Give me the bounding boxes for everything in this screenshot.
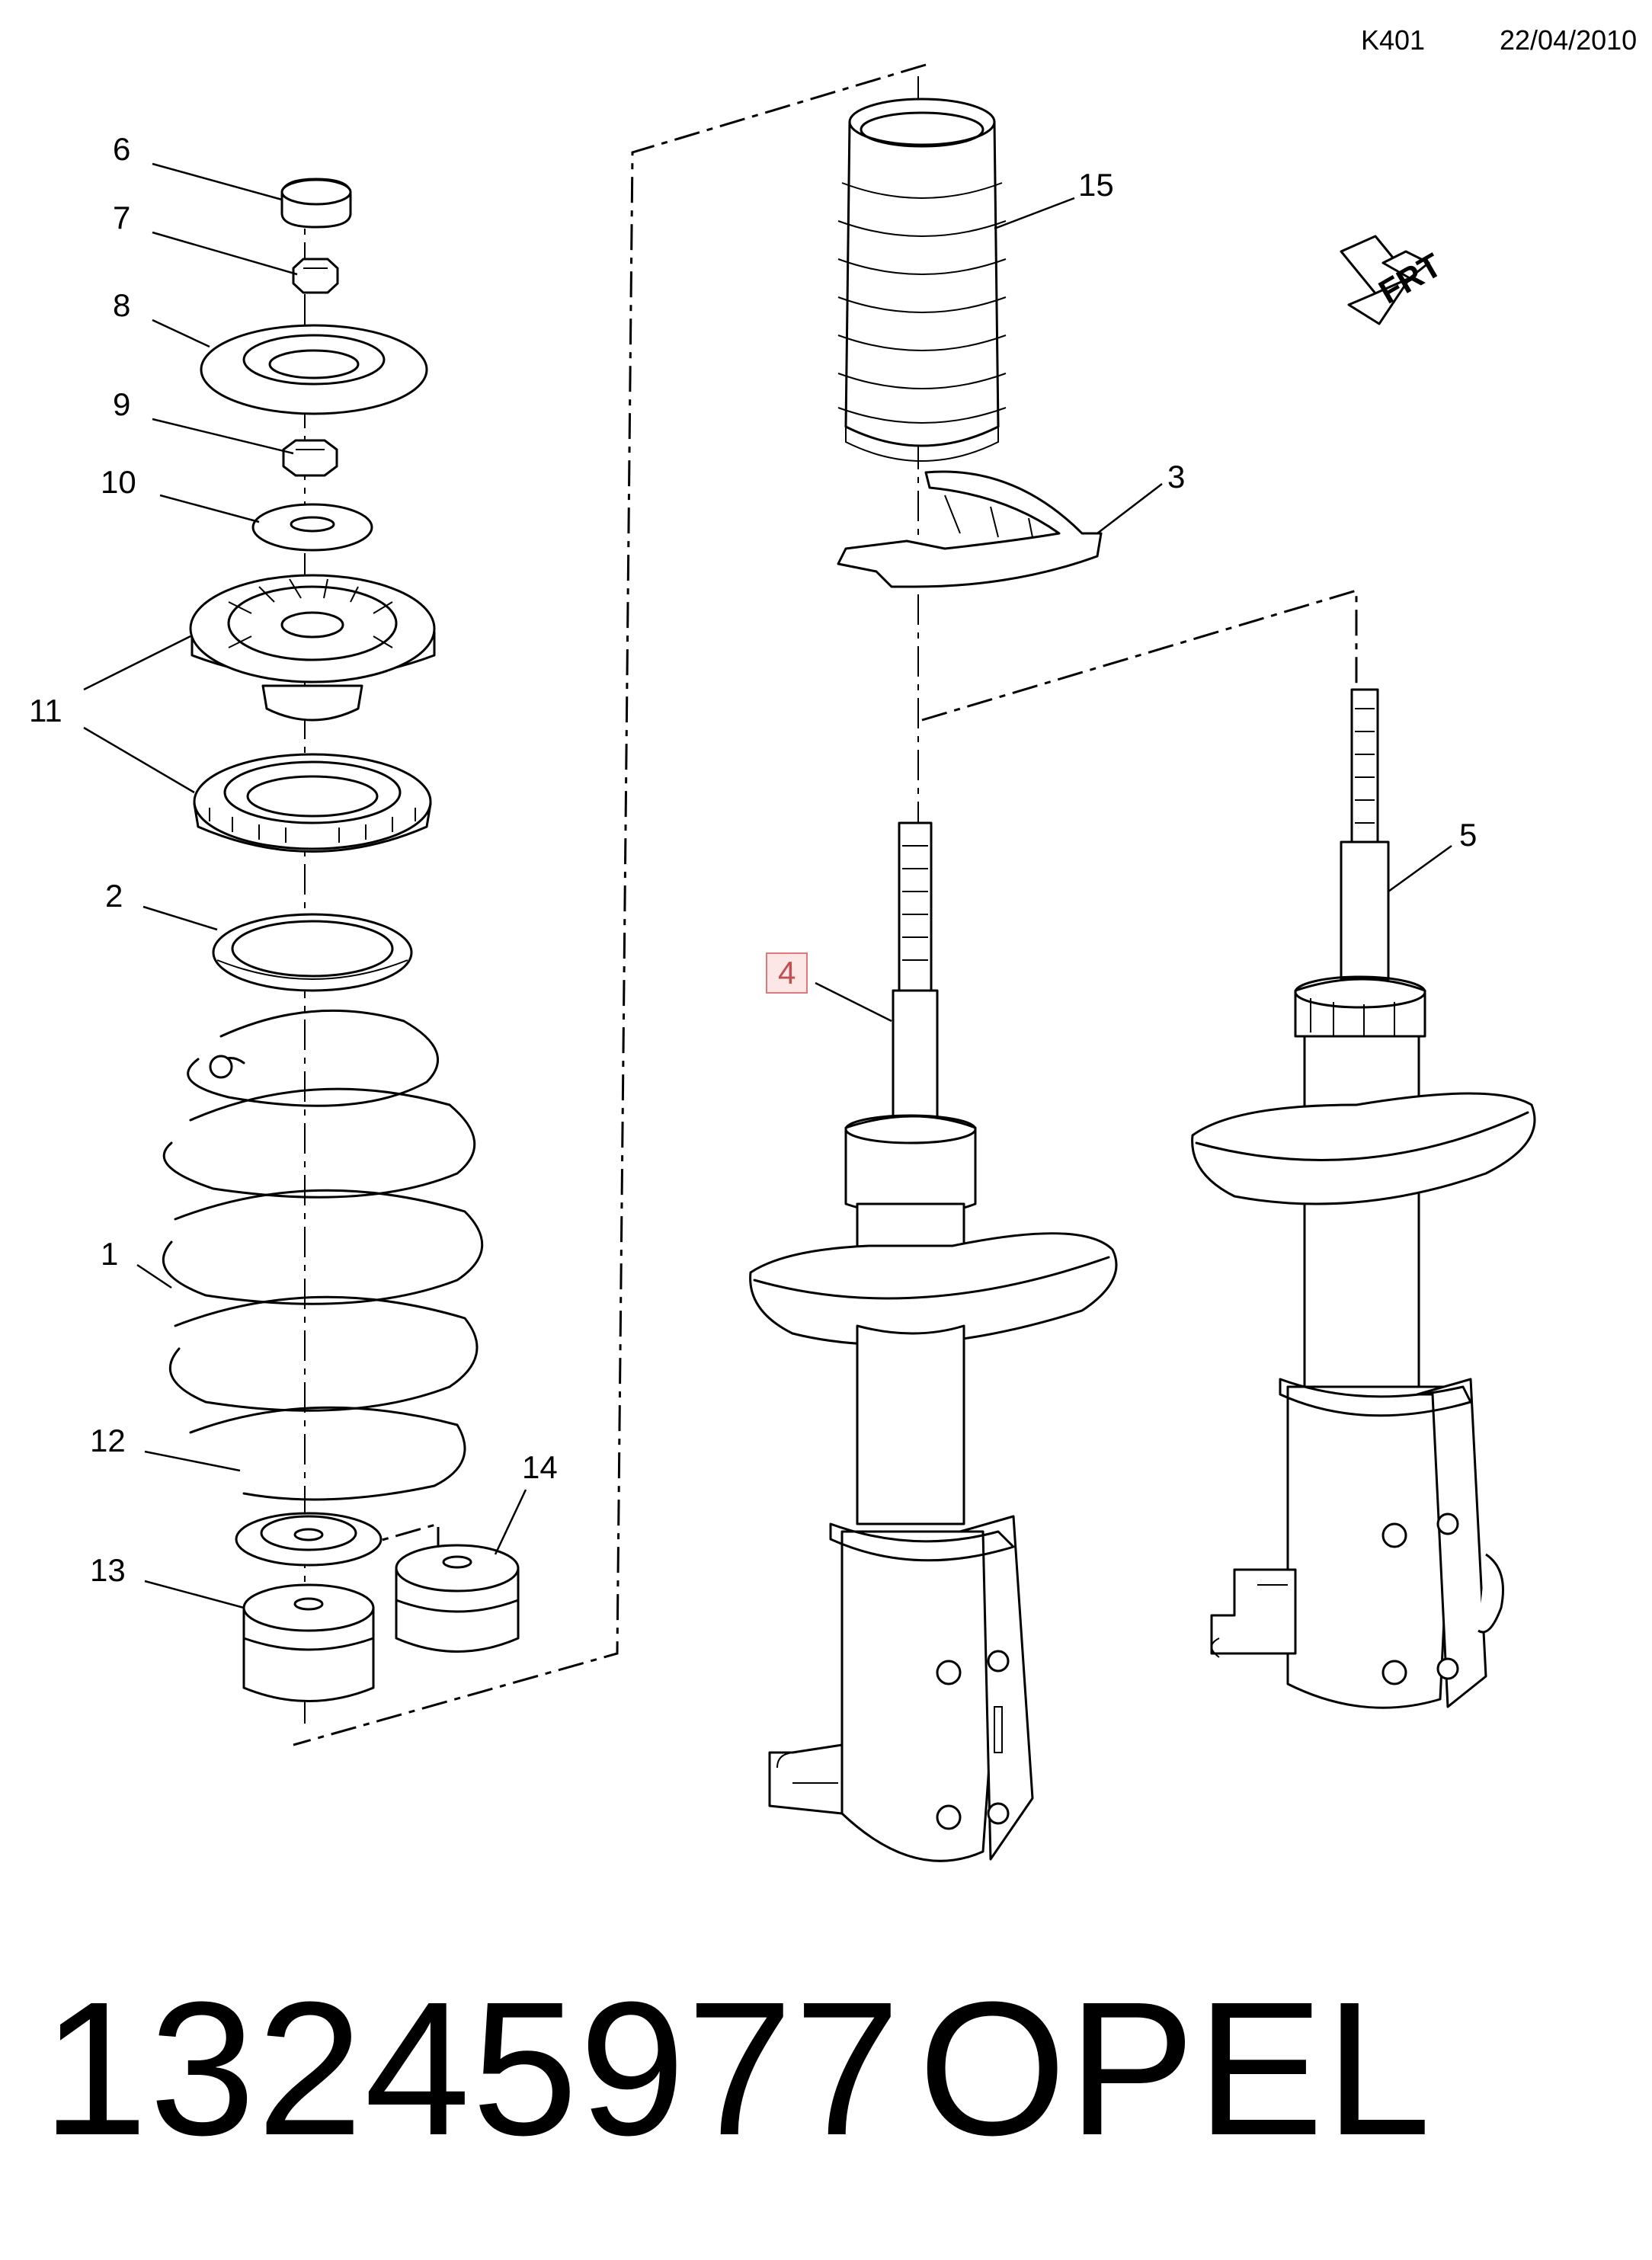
part-1-coil-spring	[162, 1009, 484, 1501]
leader-2	[142, 905, 218, 931]
part-5-strut	[1191, 688, 1536, 1709]
callout-5: 5	[1459, 817, 1478, 853]
part-6-cap	[280, 178, 352, 229]
part-11-top-mount	[189, 574, 436, 722]
leader-lines	[83, 162, 1452, 1609]
leader-10	[159, 494, 260, 523]
callout-9: 9	[113, 386, 131, 422]
part-13-bump-stop	[242, 1583, 375, 1702]
leader-11b	[83, 726, 195, 794]
callout-3: 3	[1167, 459, 1186, 495]
part-10-washer	[251, 503, 373, 552]
part-15-dust-boot	[837, 98, 1007, 462]
callout-8: 8	[113, 287, 131, 323]
part-14-bump-stop	[395, 1544, 520, 1653]
leader-9	[152, 418, 294, 455]
part-8-mount-plate	[200, 324, 428, 415]
part-7-nut	[292, 258, 339, 294]
callout-4-highlighted[interactable]: 4	[766, 952, 808, 994]
part-4-strut	[749, 821, 1118, 1862]
part-11-bearing	[193, 753, 432, 853]
brand-name: OPEL	[918, 1962, 1433, 2175]
callout-11: 11	[29, 693, 62, 728]
leader-1	[136, 1263, 172, 1289]
leader-4	[815, 981, 892, 1023]
callout-15: 15	[1078, 167, 1114, 203]
callout-6: 6	[113, 131, 131, 167]
callout-14: 14	[522, 1449, 558, 1485]
part-2-spring-seat	[212, 913, 413, 992]
callout-13: 13	[90, 1552, 126, 1588]
assembly-frame-line	[293, 63, 927, 1746]
leader-12	[144, 1450, 241, 1472]
leader-3	[1097, 483, 1163, 534]
callout-7: 7	[113, 200, 131, 235]
leader-8	[152, 319, 210, 348]
front-direction-arrow-icon: FRT	[1340, 235, 1448, 325]
part-12-isolator	[235, 1512, 383, 1567]
callout-1: 1	[101, 1236, 119, 1272]
leader-11a	[83, 635, 191, 691]
part-9-nut	[282, 439, 338, 477]
leader-6	[152, 162, 283, 201]
leader-7	[152, 231, 298, 276]
assembly-frame-line-right	[921, 588, 1358, 722]
leader-14	[494, 1489, 527, 1555]
part-number: 13245977	[42, 1962, 902, 2175]
leader-15	[994, 197, 1075, 230]
callout-2: 2	[105, 878, 123, 914]
callout-12: 12	[90, 1423, 126, 1458]
leader-5	[1388, 844, 1452, 893]
diagram-code: K401	[1361, 24, 1426, 56]
callout-10: 10	[101, 464, 136, 500]
diagram-date: 22/04/2010	[1500, 24, 1638, 56]
part-3-spring-seat	[837, 470, 1103, 588]
leader-13	[144, 1580, 245, 1609]
